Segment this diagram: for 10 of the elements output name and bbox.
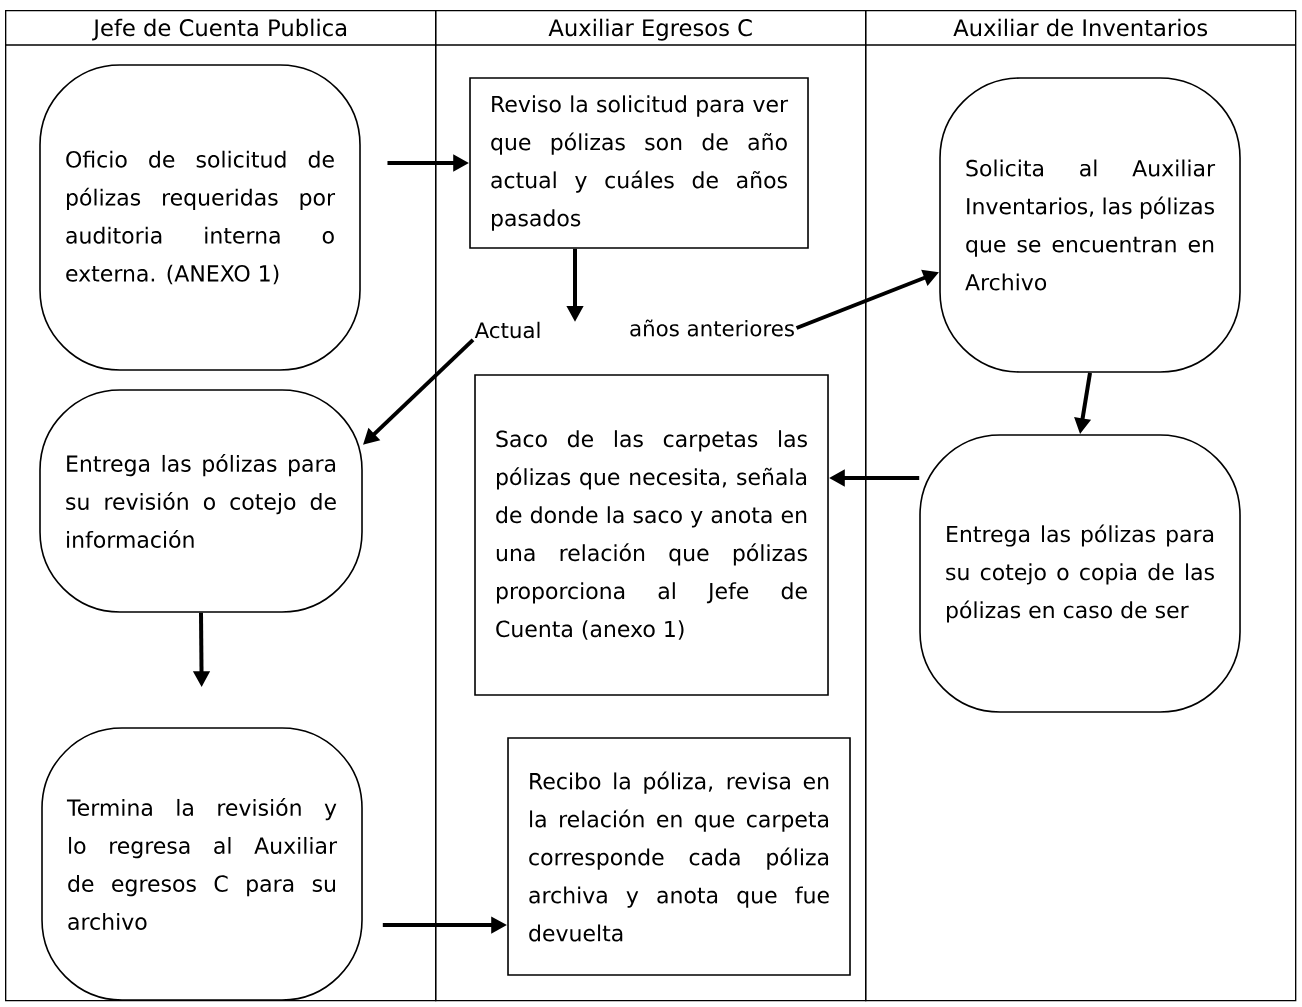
rounded-process-box: Oficio de solicitud de pólizas requeridas por auditoria interna o externa. (ANEXO 1) xyxy=(39,64,361,371)
rounded-process-box: Solicita al Auxiliar Inventarios, las pólizas que se encuentran en Archivo xyxy=(939,77,1241,373)
rounded-process-box: Entrega las pólizas para su cotejo o copia de las pólizas en caso de ser xyxy=(919,434,1241,713)
process-box: Recibo la póliza, revisa en la relación en que carpeta corresponde cada póliza archiva y anota que fue devuelta xyxy=(507,737,851,976)
process-box: Saco de las carpetas las pólizas que necesita, señala de donde la saco y anota en una relación que pólizas proporciona al Jefe de Cuenta (anexo 1) xyxy=(474,374,829,696)
branch-label: Actual xyxy=(474,321,540,339)
rounded-process-box: Termina la revisión y lo regresa al Auxiliar de egresos C para su archivo xyxy=(41,727,363,1001)
process-box: Reviso la solicitud para ver que pólizas son de año actual y cuáles de años pasados xyxy=(469,77,809,249)
rounded-process-box: Entrega las pólizas para su revisión o cotejo de información xyxy=(39,389,363,613)
branch-label: años anteriores xyxy=(630,319,794,337)
